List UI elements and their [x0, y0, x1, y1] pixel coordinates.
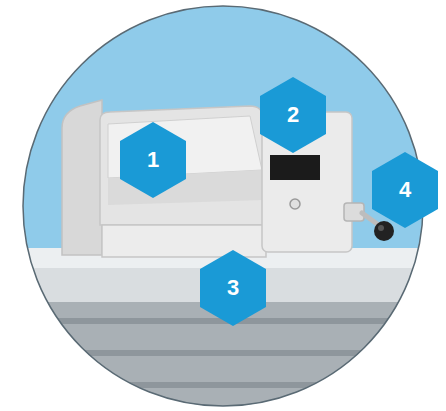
counter-stripe: [0, 382, 446, 388]
drawer: [102, 225, 266, 257]
frame-circle: [23, 6, 423, 406]
lever-knob: [374, 221, 394, 241]
callout-hexagon: 4: [372, 152, 438, 228]
machine-body: [100, 106, 266, 225]
hexagon-fill: [372, 152, 438, 228]
button: [290, 199, 300, 209]
counter-stripe: [0, 350, 446, 356]
hexagon-fill: [200, 250, 266, 326]
callout-hexagon: 1: [120, 122, 186, 198]
callout-number: 3: [227, 277, 239, 299]
hexagon-fill: [120, 122, 186, 198]
feed-block: [62, 100, 102, 255]
callout-number: 1: [147, 149, 159, 171]
callout-number: 4: [399, 179, 411, 201]
callout-hexagon: 3: [200, 250, 266, 326]
knob-highlight: [378, 225, 384, 231]
callout-hexagon: 2: [260, 77, 326, 153]
hexagon-fill: [260, 77, 326, 153]
display-screen: [270, 155, 320, 180]
callout-number: 2: [287, 104, 299, 126]
